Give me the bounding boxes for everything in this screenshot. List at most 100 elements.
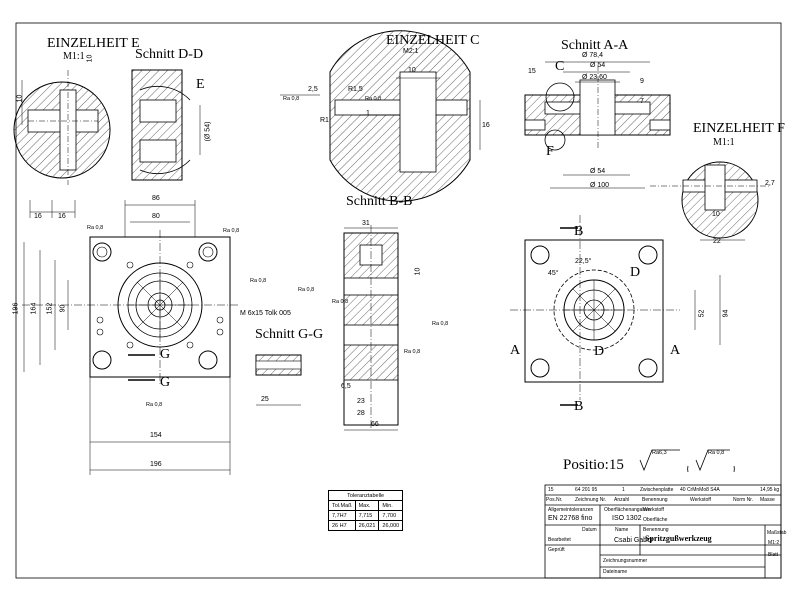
letter-f: F xyxy=(546,144,554,159)
tb-count: 1 xyxy=(622,487,625,493)
detail-c-scale: M2:1 xyxy=(403,48,419,55)
dim-152: 152 xyxy=(46,302,54,315)
dim-25: 25 xyxy=(261,396,269,403)
tb-name-value: Csabi Gabor xyxy=(614,537,654,544)
detail-e-title: EINZELHEIT E xyxy=(47,36,140,51)
section-b-view xyxy=(343,225,399,431)
letter-a-left: A xyxy=(510,343,521,358)
dim-154: 154 xyxy=(150,432,162,439)
detail-c-view xyxy=(280,30,481,202)
roughness-label-2: Ra 0,8 xyxy=(223,228,240,234)
letter-d-bottom: D xyxy=(594,344,605,359)
section-a-title: Schnitt A-A xyxy=(561,38,629,53)
letter-a-right: A xyxy=(670,343,681,358)
tb-h-name: Benennung xyxy=(642,497,668,503)
dim-66: 66 xyxy=(371,421,379,428)
letter-e: E xyxy=(196,77,205,92)
letter-g-bottom: G xyxy=(160,375,171,390)
dim-52: 52 xyxy=(698,309,706,318)
dim-16-e-left: 16 xyxy=(34,213,42,220)
dim-6-5: 6,5 xyxy=(341,383,351,390)
title-block-frame xyxy=(544,484,782,579)
drawing-frame xyxy=(15,22,782,579)
dim-10-x: 10 xyxy=(86,54,94,63)
tb-norm-value: EN 22768 fino xyxy=(548,515,593,522)
dim-196-horizontal: 196 xyxy=(150,461,162,468)
tb-blatt-label: Blatt xyxy=(768,552,779,558)
dim-1: 1 xyxy=(366,110,370,117)
dim-7: 7 xyxy=(640,98,644,105)
tolerance-cell: 7,715 xyxy=(354,510,380,521)
tb-geprueft-label: Geprüft xyxy=(548,547,565,553)
tolerance-cell: 7,700 xyxy=(378,510,404,521)
dim-phi-23: Ø 23,60 xyxy=(582,74,607,81)
tb-h-pos: Pos.Nr. xyxy=(546,497,563,503)
roughness-label-1: Ra 0,8 xyxy=(87,225,104,231)
tb-oberflaeche-label: Oberfläche xyxy=(643,517,668,523)
dim-196-vertical: 196 xyxy=(12,302,20,315)
tolerance-table: Toleranztabelle Tol.Maß Max. Min. 7,7H7 … xyxy=(327,490,404,531)
dim-164: 164 xyxy=(30,302,38,315)
dim-2-5: 2,5 xyxy=(308,86,318,93)
right-plan-view xyxy=(510,215,721,406)
tb-drawing-no: 64 201 95 xyxy=(575,487,598,493)
dim-phi-78: Ø 78,4 xyxy=(582,52,604,59)
letter-b-bottom: B xyxy=(574,399,584,414)
detail-c-title: EINZELHEIT C xyxy=(386,33,480,48)
tb-h-norm: Norm Nr. xyxy=(733,497,753,503)
tb-datum-label: Datum xyxy=(582,527,597,533)
main-front-view xyxy=(22,200,240,475)
tb-bearbeitet-label: Bearbeitet xyxy=(548,537,571,543)
roughness-label-6: Ra 0,8 xyxy=(332,299,349,305)
dim-phi-54-top: Ø 54 xyxy=(590,62,606,69)
section-d-view xyxy=(131,69,201,181)
section-a-view xyxy=(524,61,671,189)
position-roughness-symbols xyxy=(639,449,735,473)
detail-f-view xyxy=(650,161,770,241)
tolerance-cell: 26,000 xyxy=(378,520,404,531)
dim-phi-54-d: (Ø 54) xyxy=(204,121,212,142)
detail-e-scale: M1:1 xyxy=(63,51,85,62)
tolerance-header: Min. xyxy=(378,500,404,511)
tb-zeichnung-label: Zeichnungsnummer xyxy=(603,558,648,564)
tb-massstab-value: M1:2 xyxy=(768,540,780,546)
section-g-view xyxy=(255,354,302,406)
dim-10-y: 10 xyxy=(414,267,422,276)
letter-g-top: G xyxy=(160,347,171,362)
roughness-label-5: Ra 0,8 xyxy=(298,287,315,293)
tb-material: 40 CrMnMo8 S4A xyxy=(680,487,720,493)
dim-10-f: 10 xyxy=(712,211,720,218)
table-row: 7,7H7 7,715 7,700 xyxy=(328,510,404,521)
dim-phi-54-bottom: Ø 54 xyxy=(590,168,606,175)
position-ra-b: Ra 0,8 xyxy=(708,450,725,456)
roughness-label-9: Ra 0,8 xyxy=(283,96,300,102)
tolerance-cell: 26,021 xyxy=(354,520,380,531)
dim-r1: R1 xyxy=(320,117,329,124)
dim-80: 80 xyxy=(152,213,160,220)
dim-94: 94 xyxy=(722,309,730,318)
dim-10-e: 10 xyxy=(16,94,24,103)
dim-16-e-right: 16 xyxy=(58,213,66,220)
table-row: 26 H7 26,021 26,000 xyxy=(328,520,404,531)
detail-e-view xyxy=(13,70,111,218)
detail-f-scale: M1:1 xyxy=(713,137,735,148)
tb-pos: 15 xyxy=(548,487,554,493)
tb-name-label: Name xyxy=(615,527,629,533)
tb-datei-label: Dateiname xyxy=(603,569,628,575)
roughness-label-7: Ra 0,8 xyxy=(432,321,449,327)
dim-90: 90 xyxy=(59,304,67,313)
dim-22: 22 xyxy=(713,238,721,245)
tb-benennung-label: Benennung xyxy=(643,527,669,533)
dim-2-7: 2,7 xyxy=(765,180,775,187)
tb-norm-label: Allgemeintoleranzen xyxy=(548,507,594,513)
section-d-title: Schnitt D-D xyxy=(135,47,204,62)
tb-massstab-label: Maßstab xyxy=(767,530,787,536)
tb-h-material: Werkstoff xyxy=(690,497,711,503)
tolerance-header: Tol.Maß xyxy=(328,500,356,511)
section-b-title: Schnitt B-B xyxy=(346,194,413,209)
dim-28: 28 xyxy=(357,410,365,417)
tb-h-drawing: Zeichnung Nr. xyxy=(575,497,607,503)
tolerance-table-title: Toleranztabelle xyxy=(327,490,404,501)
tb-name: Zwischenplatte xyxy=(640,487,674,493)
